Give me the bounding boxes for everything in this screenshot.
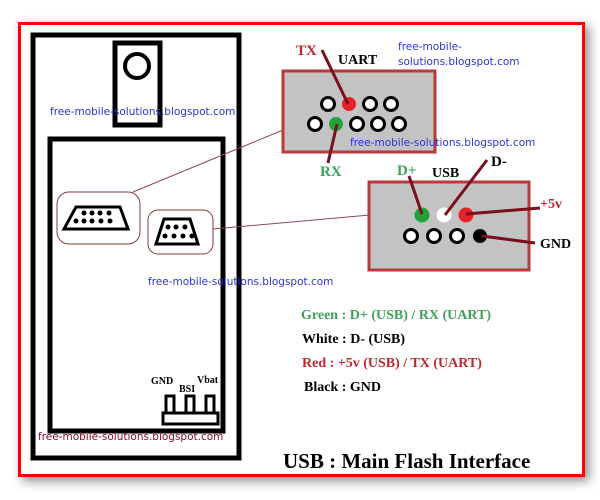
vbat-contact — [204, 394, 216, 415]
gnd-pin-label: GND — [151, 376, 173, 387]
dplus-leader — [407, 175, 424, 215]
usb-label: USB — [432, 166, 459, 181]
rx-leader — [326, 123, 339, 164]
usb-connector-enlarged — [367, 180, 531, 272]
gnd-contact — [164, 394, 176, 415]
legend-item-black: Black : GND — [304, 380, 381, 395]
uart-leader-line — [132, 129, 284, 193]
tx-leader — [320, 49, 350, 105]
vcc-leader — [465, 206, 541, 216]
vcc-label: +5v — [540, 197, 562, 212]
uart-top-pin-open — [320, 96, 336, 112]
color-legend: Green : D+ (USB) / RX (UART) White : D- … — [301, 308, 491, 395]
watermark-text: solutions.blogspot.com — [398, 56, 520, 68]
usb-top-pin-green — [414, 207, 430, 223]
usb-bottom-pin-open — [449, 228, 465, 244]
usb-bottom-pin-open — [403, 228, 419, 244]
legend-item-green: Green : D+ (USB) / RX (UART) — [301, 308, 491, 323]
camera-lens-icon — [123, 52, 151, 80]
uart-top-pin-open — [383, 96, 399, 112]
usb-leader-line — [212, 214, 371, 230]
bsi-pin-label: BSI — [179, 384, 195, 395]
bsi-contact — [184, 394, 196, 415]
watermark-text: free-mobile-solutions.blogspot.com — [148, 276, 333, 288]
uart-pins — [307, 96, 407, 132]
watermark-text: free-mobile- — [398, 41, 462, 53]
dminus-leader — [443, 159, 489, 216]
vbat-pin-label: Vbat — [197, 375, 219, 386]
usb-port-icon — [147, 209, 214, 255]
uart-label: UART — [338, 53, 378, 68]
diagram-title: USB : Main Flash Interface — [283, 449, 530, 473]
watermark-text: free-mobile-solutions.blogspot.com — [38, 431, 223, 443]
uart-bottom-pin-open — [370, 116, 386, 132]
uart-bottom-pin-open — [391, 116, 407, 132]
tx-label: TX — [296, 43, 317, 59]
uart-bottom-pin-open — [349, 116, 365, 132]
rx-label: RX — [320, 164, 342, 180]
uart-bottom-pin-open — [307, 116, 323, 132]
watermark-text: free-mobile-solutions.blogspot.com — [50, 106, 235, 118]
camera-module — [112, 40, 163, 128]
usb-pins — [403, 207, 487, 244]
legend-item-white: White : D- (USB) — [302, 332, 405, 347]
battery-connector — [161, 394, 220, 426]
usb-bottom-pin-open — [426, 228, 442, 244]
uart-port-icon — [56, 191, 141, 245]
usb-top-pin-red — [458, 207, 474, 223]
uart-connector-enlarged — [281, 69, 437, 154]
uart-top-pin-open — [362, 96, 378, 112]
dminus-label: D- — [491, 154, 507, 170]
dplus-label: D+ — [397, 163, 416, 179]
battery-compartment — [47, 136, 226, 434]
gnd-label: GND — [540, 237, 571, 252]
watermark-text: free-mobile-solutions.blogspot.com — [350, 137, 535, 149]
gnd-leader — [481, 234, 536, 245]
legend-item-red: Red : +5v (USB) / TX (UART) — [302, 356, 482, 371]
phone-outline — [30, 32, 242, 461]
